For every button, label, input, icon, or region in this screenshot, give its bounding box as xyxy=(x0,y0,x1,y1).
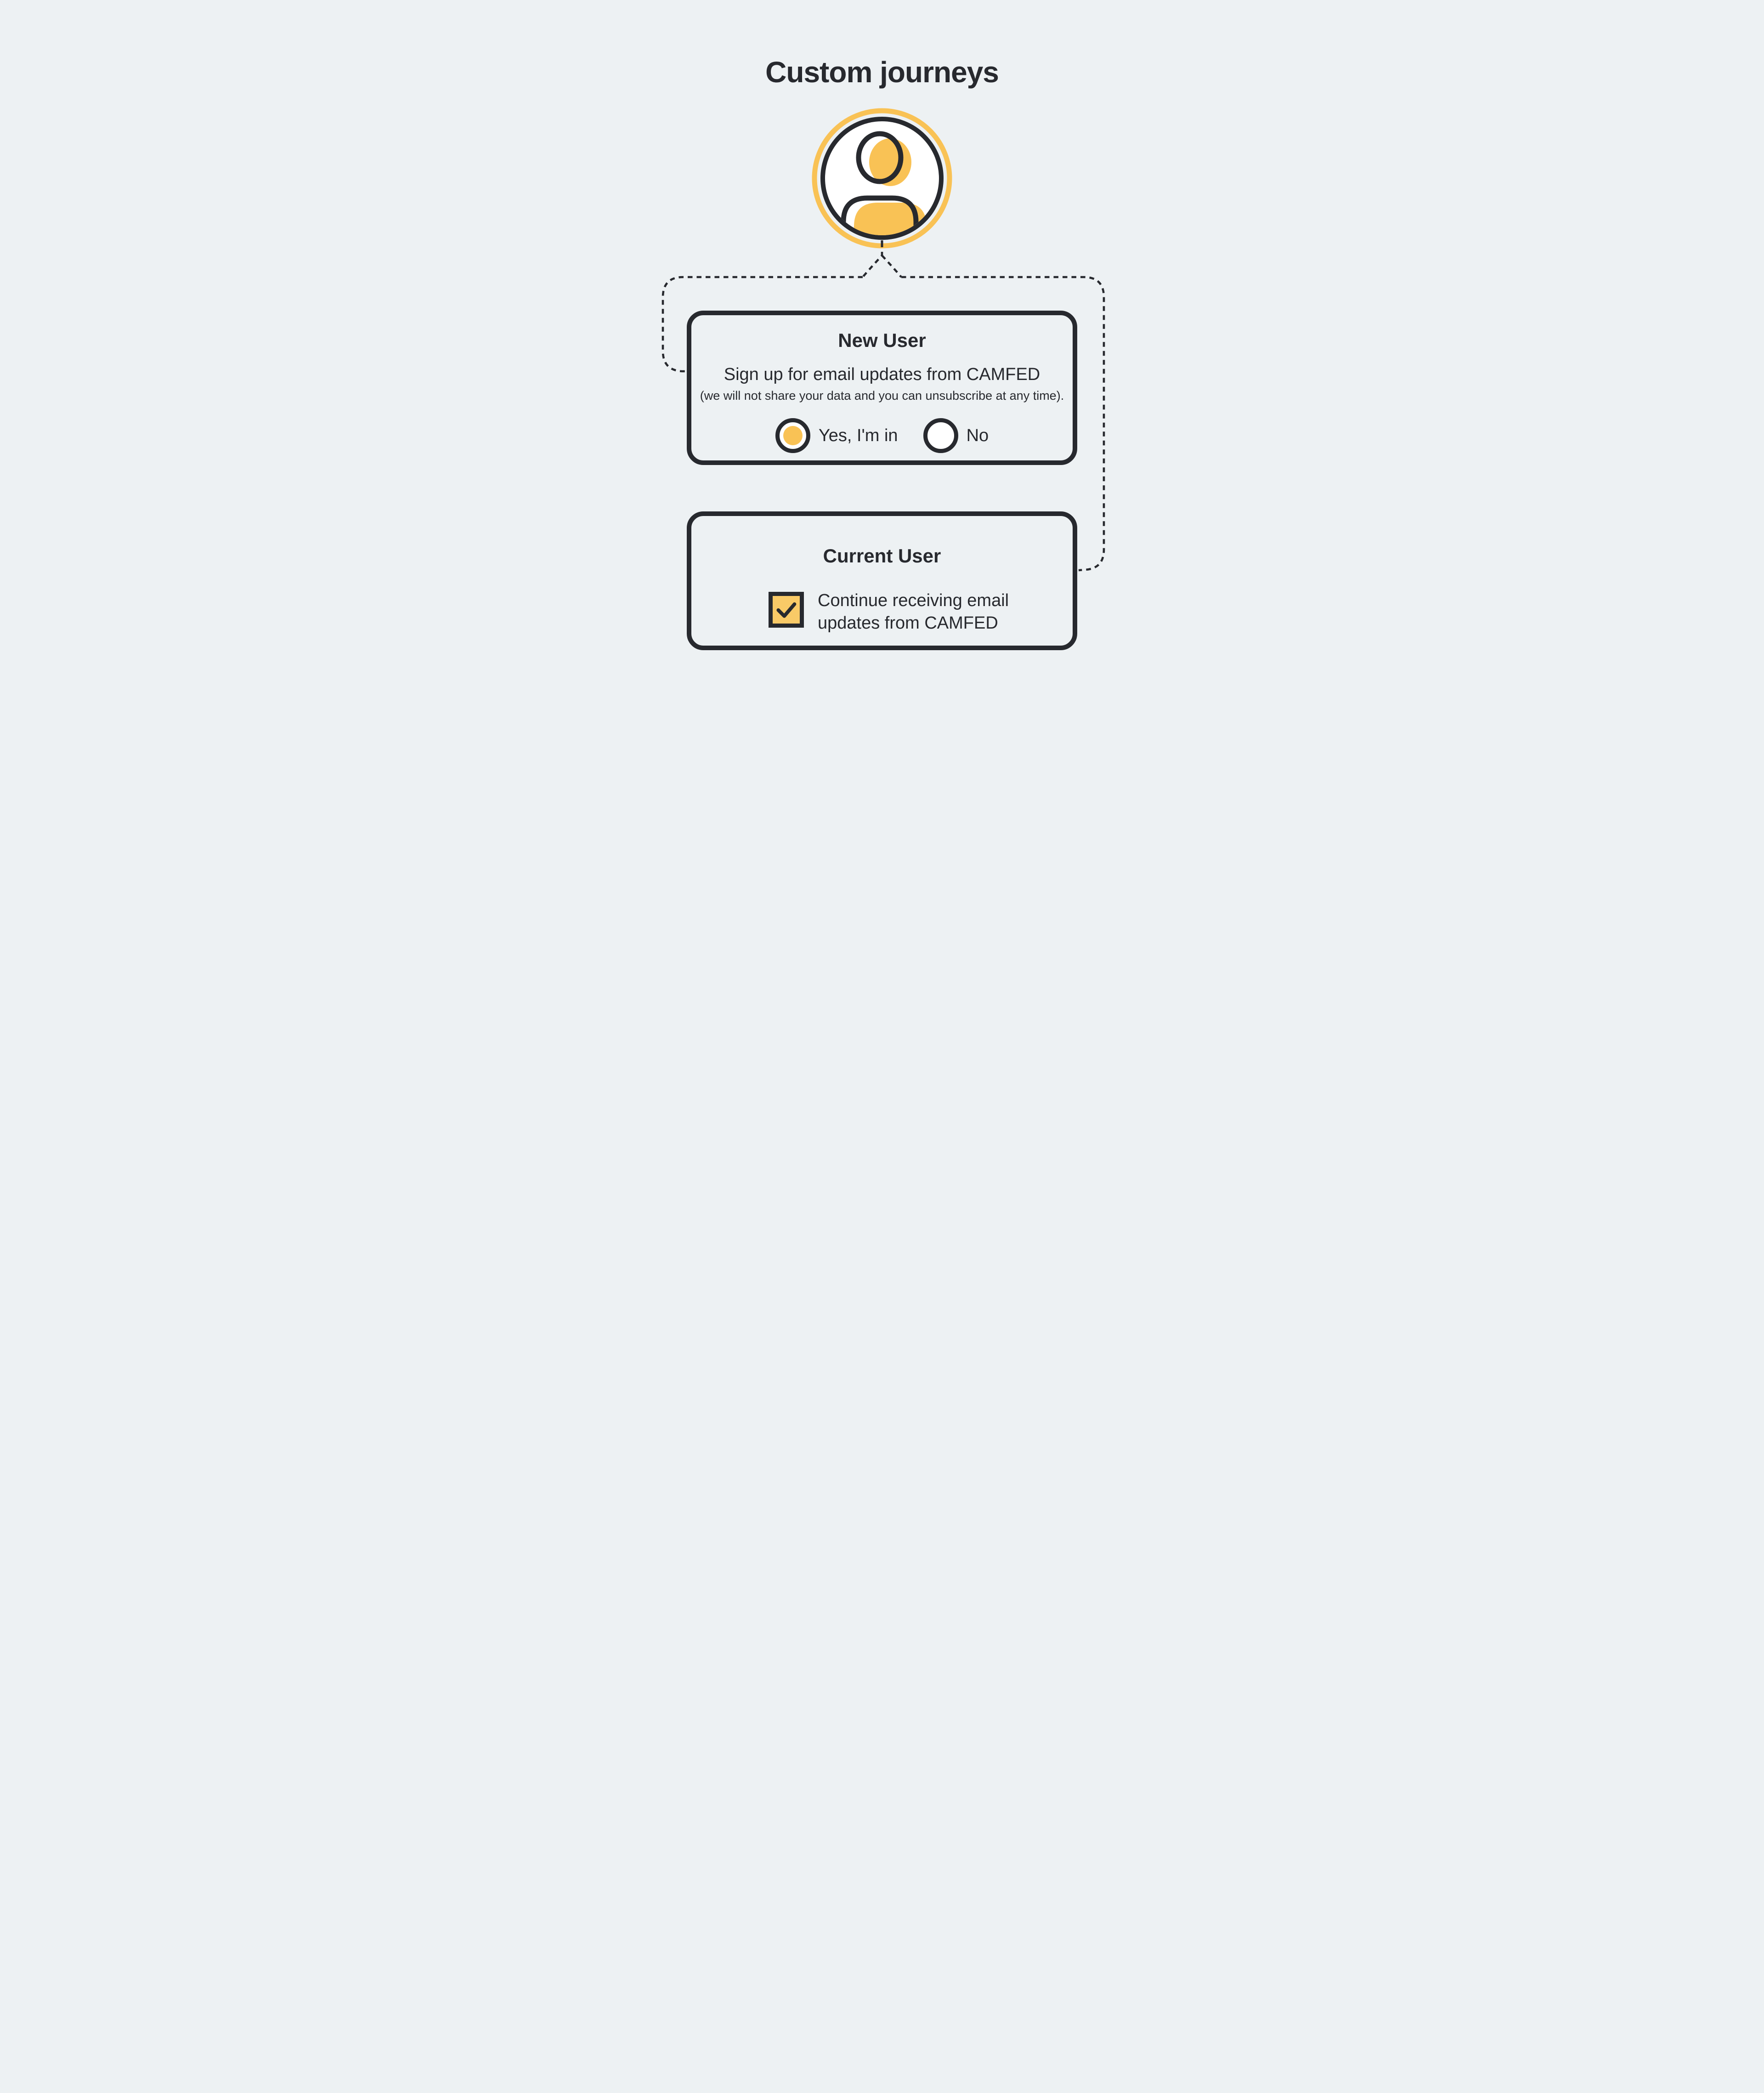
radio-yes-dot xyxy=(783,426,803,445)
radio-yes-label: Yes, I'm in xyxy=(818,425,898,445)
card-current-user: Current User Continue receiving email up… xyxy=(687,511,1077,650)
checkbox-label-line2: updates from CAMFED xyxy=(818,613,998,633)
avatar xyxy=(808,106,956,250)
current-user-title: Current User xyxy=(823,545,941,567)
radio-option-yes[interactable]: Yes, I'm in xyxy=(775,418,898,453)
radio-option-no[interactable]: No xyxy=(923,418,989,453)
email-updates-checkbox-checked[interactable] xyxy=(769,592,804,628)
new-user-subtext: (we will not share your data and you can… xyxy=(700,389,1064,403)
radio-no-circle-unselected[interactable] xyxy=(923,418,958,453)
checkbox-label-line1: Continue receiving email xyxy=(818,591,1009,610)
email-updates-checkbox-label: Continue receiving email updates from CA… xyxy=(818,590,1009,635)
new-user-title: New User xyxy=(838,329,926,351)
checkmark-icon xyxy=(776,602,797,618)
card-new-user: New User Sign up for email updates from … xyxy=(687,311,1077,465)
signup-radio-group: Yes, I'm in No xyxy=(691,418,1073,453)
email-updates-checkbox-row: Continue receiving email updates from CA… xyxy=(769,590,1009,635)
radio-yes-circle-selected[interactable] xyxy=(775,418,810,453)
person-icon xyxy=(812,108,952,249)
custom-journeys-diagram: Custom journeys xyxy=(588,0,1176,698)
page-title: Custom journeys xyxy=(765,56,999,89)
radio-no-label: No xyxy=(966,425,989,445)
new-user-description: Sign up for email updates from CAMFED xyxy=(724,365,1040,384)
